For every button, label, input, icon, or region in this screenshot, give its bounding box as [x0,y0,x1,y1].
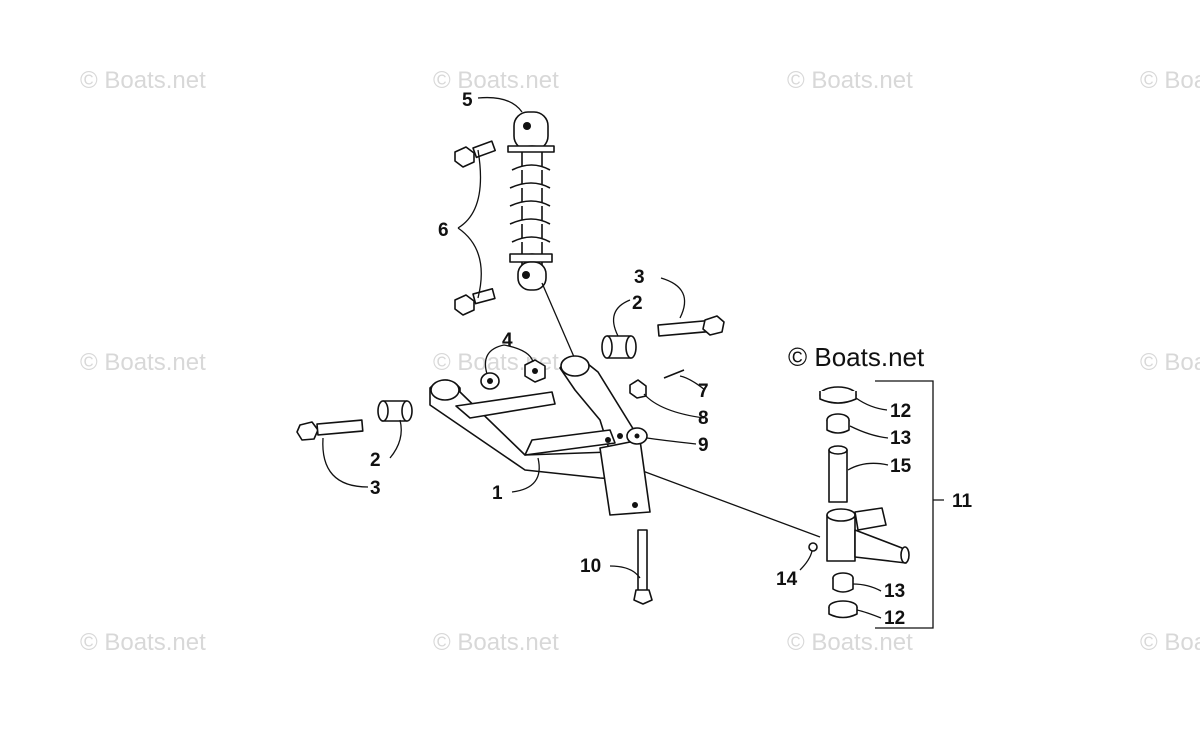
group-bracket [875,380,944,629]
callout-3-left: 3 [370,478,381,499]
callout-10: 10 [580,556,601,577]
callout-2-left: 2 [370,450,381,471]
callout-5: 5 [462,90,473,111]
arm-bolt-left[interactable] [296,419,364,441]
bushing-right[interactable] [601,335,637,359]
callout-8: 8 [698,408,709,429]
callout-2-right: 2 [632,293,643,314]
a-arm[interactable] [429,355,651,516]
callout-15: 15 [890,456,912,477]
shock-absorber[interactable] [507,111,555,291]
callout-12-upper: 12 [890,401,911,422]
arm-bolt-right[interactable] [657,315,725,337]
watermark: © Boats.net [1140,629,1200,656]
assembly-line [639,469,821,538]
watermark: © Boats.net [1140,349,1200,376]
callout-13-upper: 13 [890,428,911,449]
callout-9: 9 [698,435,709,456]
callout-14: 14 [776,569,798,590]
dust-cap-lower[interactable] [828,600,858,619]
watermark: © Boats.net [80,629,206,656]
shock-bolt-upper[interactable] [454,140,497,168]
dust-cap-upper[interactable] [819,386,857,404]
grease-fitting[interactable] [808,542,818,552]
nut-left[interactable] [480,372,500,390]
callout-6: 6 [438,220,449,241]
shock-bolt-lower[interactable] [454,288,496,316]
spacer-tube[interactable] [828,445,848,503]
callout-13-lower: 13 [884,581,905,602]
watermark: © Boats.net [787,629,913,656]
watermark: © Boats.net [433,67,559,94]
watermark: © Boats.net [787,67,913,94]
watermark: © Boats.net [80,67,206,94]
leader-lines [322,96,889,619]
castle-nut[interactable] [629,379,647,399]
bushing-lower[interactable] [832,572,854,593]
ball-joint-bolt[interactable] [633,529,653,605]
callout-4: 4 [502,330,513,351]
watermark: © Boats.net [80,349,206,376]
steering-knuckle[interactable] [826,507,910,564]
watermark: © Boats.net [1140,67,1200,94]
cotter-pin[interactable] [663,369,685,379]
callout-12-lower: 12 [884,608,905,629]
bushing-left[interactable] [377,400,413,422]
callout-1: 1 [492,483,503,504]
watermark: © Boats.net [433,629,559,656]
credit-label: © Boats.net [788,342,925,372]
callout-3-right: 3 [634,267,645,288]
washer[interactable] [626,427,648,445]
callouts: 5 6 4 3 2 2 3 1 7 8 9 10 14 12 13 15 11 … [370,90,973,629]
bushing-upper[interactable] [826,413,850,434]
callout-11: 11 [952,491,973,512]
nut-right[interactable] [524,359,546,383]
callout-7: 7 [698,381,709,402]
